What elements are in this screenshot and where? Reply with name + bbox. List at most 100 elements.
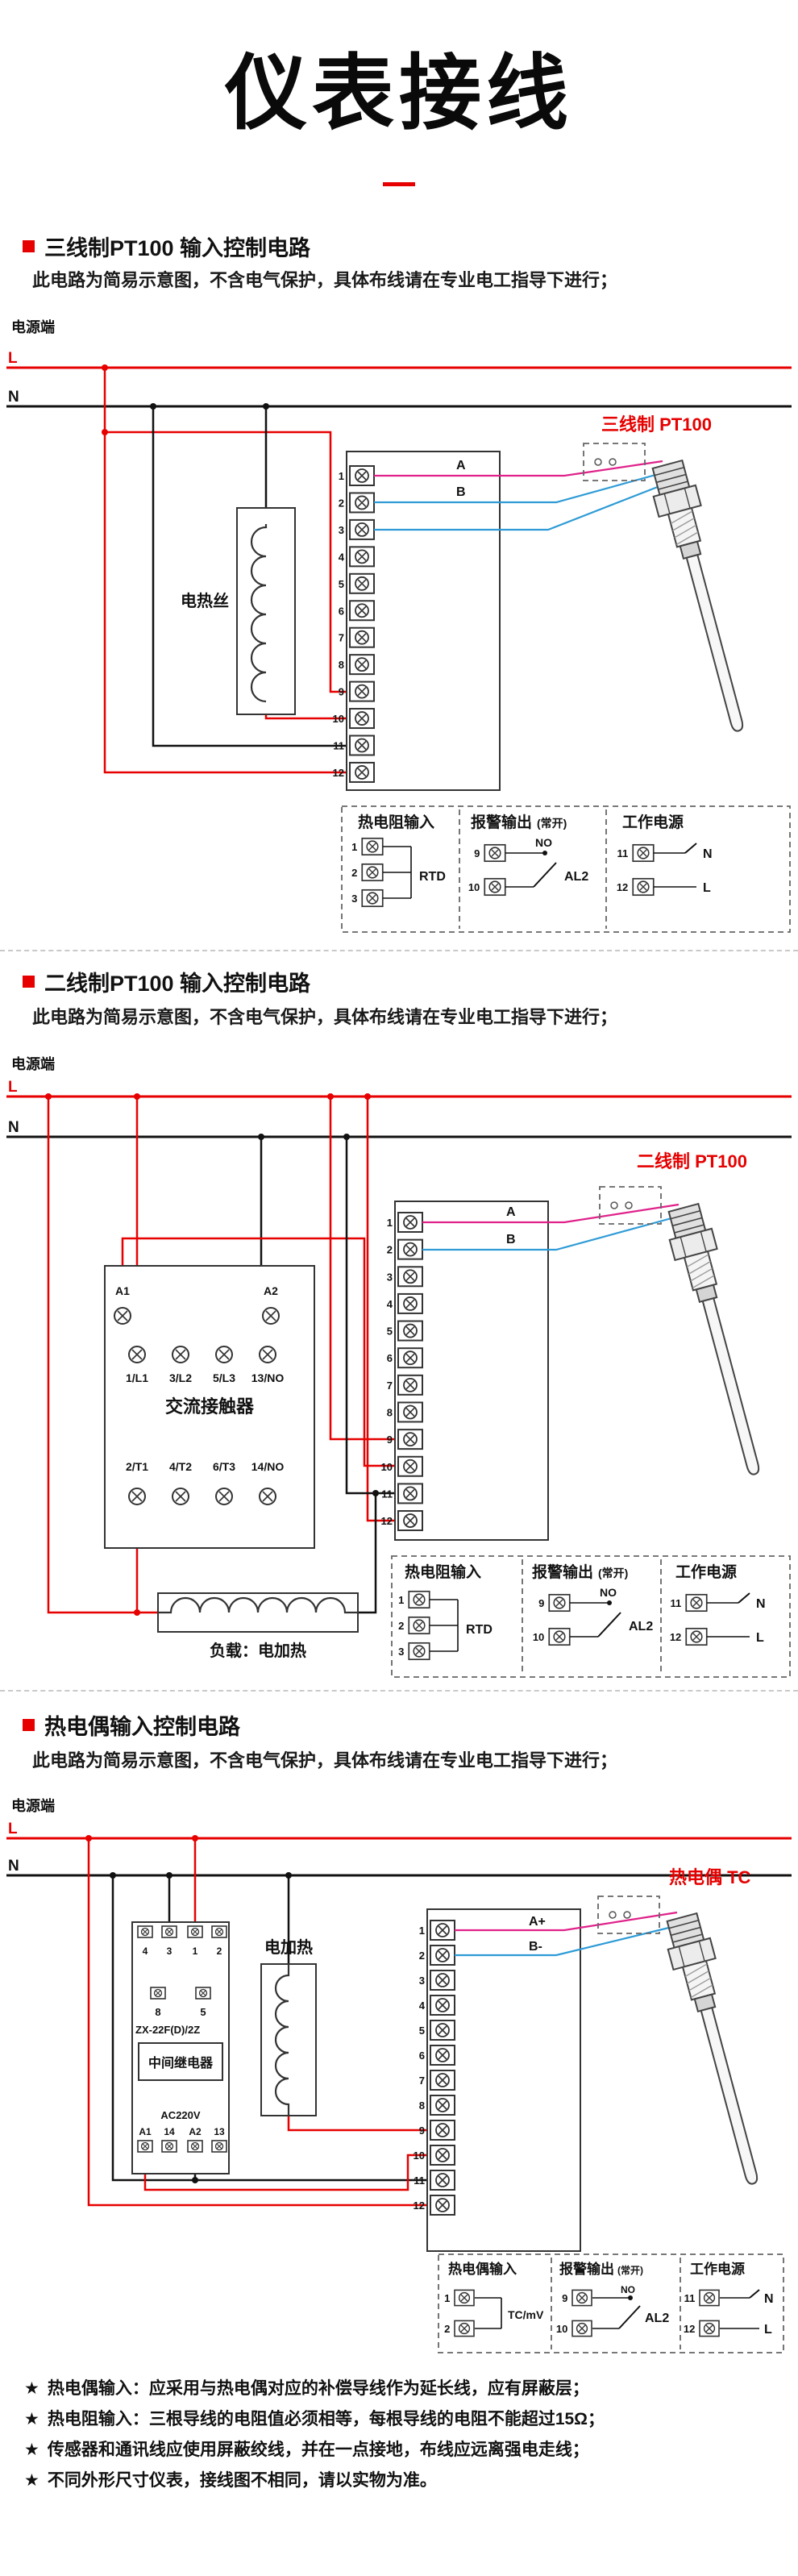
section3-legend: 热电偶输入 12 TC/mV 报警输出 (常开) 910 NO AL2 工作电源 [438,2253,784,2353]
heater-wire-component: 电热丝 [181,507,296,715]
terminal-number: 9 [387,1434,393,1446]
svg-text:报警输出: 报警输出 [559,2261,614,2277]
terminal-screw-icon [430,2170,455,2191]
terminal-number: 10 [414,2149,425,2162]
terminal-screw-icon [408,1616,430,1635]
terminal-number: 11 [684,2292,696,2304]
line-n-label: N [8,1858,19,1875]
terminal-number: 12 [670,1631,681,1643]
title-accent-dash [383,182,415,186]
note-1-text: 热电偶输入：应采用与热电偶对应的补偿导线作为延长线，应有屏蔽层； [47,2379,589,2398]
terminal-screw-icon [699,2289,720,2307]
terminal-number: 10 [556,2323,567,2335]
terminal-number: 4 [419,2000,426,2012]
terminal-number: 11 [333,740,344,752]
terminal-screw-icon [397,1320,423,1342]
svg-text:(常开): (常开) [617,2264,643,2276]
l-label: L [703,881,711,895]
terminal-screw-icon [349,708,375,730]
terminal-screw-icon [484,877,506,897]
terminal-number: 4 [339,551,345,563]
section1-header: 三线制PT100 输入控制电路 [23,231,310,262]
terminal-number: 8 [339,659,344,671]
legend-alarm-output: 报警输出 (常开) 910 NO AL2 [556,2261,669,2337]
svg-text:报警输出: 报警输出 [471,813,532,831]
note-4: ★不同外形尺寸仪表，接线图不相同，请以实物为准。 [24,2467,437,2491]
svg-text:(常开): (常开) [537,817,567,830]
heater-component: 电加热 [260,1938,317,2116]
note-4-text: 不同外形尺寸仪表，接线图不相同，请以实物为准。 [47,2471,437,2490]
terminal-screw-icon [349,492,375,514]
svg-text:A1: A1 [139,2126,152,2137]
line-l-label: L [8,1821,18,1837]
terminal-screw-icon [349,600,375,622]
terminal-number: 5 [387,1325,393,1338]
svg-text:热电阻输入: 热电阻输入 [405,1563,481,1581]
terminal-number: 5 [419,2025,425,2037]
terminal-number: 3 [398,1646,404,1658]
section2-title: 二线制PT100 输入控制电路 [44,972,311,996]
section2-legend: 热电阻输入 123 RTD 报警输出 (常开) 910 NO AL2 工作电源 [391,1555,791,1678]
terminal-screw-icon [430,1920,455,1941]
svg-text:NO: NO [621,2284,635,2295]
svg-text:RTD: RTD [466,1623,493,1637]
intermediate-relay: 4 3 1 2 8 5 ZX-22F(D)/2Z 中间继电器 AC220V A1… [131,1921,230,2174]
terminal-screw-icon [430,2145,455,2166]
terminal-number: 9 [474,847,480,859]
sensor-terminal-box [599,1186,662,1225]
terminal-number: 8 [419,2100,425,2112]
svg-text:4/T2: 4/T2 [169,1460,192,1473]
svg-text:5/L3: 5/L3 [213,1371,235,1384]
terminal-screw-icon [430,2120,455,2141]
terminal-number: 11 [381,1488,393,1500]
terminal-screw-icon [430,2195,455,2216]
svg-text:3/L2: 3/L2 [169,1371,192,1384]
rtd-label: RTD [419,870,446,884]
svg-text:2/T1: 2/T1 [126,1460,148,1473]
svg-text:14/NO: 14/NO [251,1460,285,1473]
terminal-number: 11 [617,847,629,859]
section1-title: 三线制PT100 输入控制电路 [44,236,311,260]
terminal-number: 9 [339,686,344,698]
power-terminal-label: 电源端 [11,1055,55,1072]
terminal-screw-icon [349,518,375,540]
wire-b-label: B- [529,1940,542,1954]
legend-terminals: 910 [556,2289,592,2337]
terminal-screw-icon [408,1590,430,1609]
power-terminal-label: 电源端 [11,318,55,335]
terminal-number: 1 [419,1925,425,1937]
line-l-label: L [8,1079,18,1096]
section3-subtitle: 此电路为简易示意图，不含电气保护，具体布线请在专业电工指导下进行； [32,1750,618,1771]
terminal-screw-icon [632,843,655,863]
terminal-screw-icon [685,1627,708,1646]
terminal-screw-icon [349,465,375,486]
terminal-number: 12 [333,767,344,779]
terminal-number: 2 [444,2323,450,2335]
sensor-thermocouple: 热电偶 TC A+ B- [455,1867,775,2191]
terminal-screw-icon [430,2045,455,2066]
terminal-number: 8 [387,1406,393,1418]
wire-b-label: B [456,485,466,499]
page-title: 仪表接线 [225,48,573,139]
pt100-probe-icon [661,1201,777,1481]
thermocouple-probe-icon [659,1911,775,2191]
terminal-screw-icon [397,1238,423,1260]
svg-text:(常开): (常开) [598,1567,628,1579]
terminal-screw-icon [397,1483,423,1504]
terminal-number: 6 [419,2050,425,2062]
contactor-a2-label: A2 [264,1284,278,1297]
legend-terminals: 123 [351,837,384,908]
section3-header: 热电偶输入控制电路 [23,1709,240,1741]
terminal-screw-icon [397,1510,423,1532]
svg-text:1: 1 [193,1946,198,1957]
note-2: ★热电阻输入：三根导线的电阻值必须相等，每根导线的电阻不能超过15Ω； [24,2406,605,2430]
terminal-screw-icon [430,1995,455,2016]
svg-text:4: 4 [143,1946,148,1957]
terminal-screw-icon [548,1627,571,1646]
terminal-screw-icon [397,1292,423,1314]
legend-rtd-input: 热电阻输入 123 RTD [351,813,446,908]
